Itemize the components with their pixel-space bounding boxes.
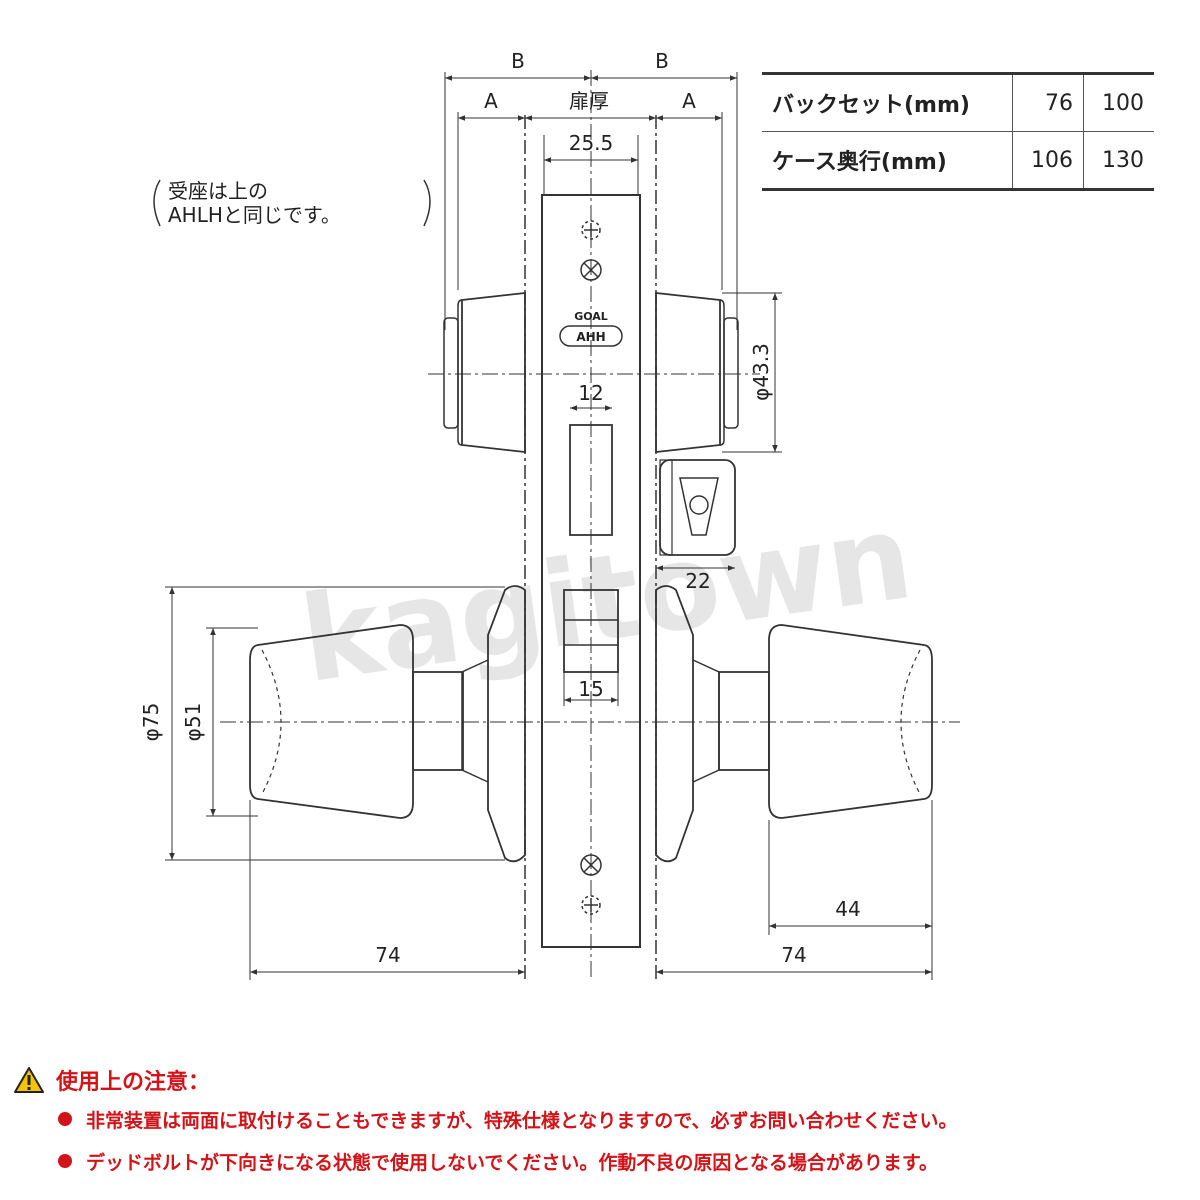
deadbolt	[569, 424, 613, 536]
screw-icon	[580, 259, 602, 281]
knob-neck-right	[718, 671, 770, 771]
label-a-left: A	[484, 89, 498, 113]
cylinder-left	[461, 291, 526, 454]
brand-mark-top: GOAL	[574, 310, 608, 323]
label-cylinder-diameter: φ43.3	[749, 343, 773, 401]
notes-title: 使用上の注意：	[56, 1070, 211, 1095]
label-right-length: 74	[781, 943, 806, 967]
note-text: 非常装置は両面に取付けることもできますが、特殊仕様となりますので、必ずお問い合わ…	[86, 1109, 958, 1132]
table-row: バックセット(mm) 76 100	[762, 72, 1154, 132]
brand-mark-bottom: AHH	[576, 330, 605, 344]
side-note-line1: 受座は上の	[168, 179, 268, 203]
spec-label: ケース奥行(mm)	[762, 131, 1013, 191]
cylinder-right	[655, 291, 721, 454]
bullet-icon	[58, 1112, 72, 1126]
label-b-left: B	[511, 49, 525, 73]
knob-left	[249, 624, 414, 819]
label-bolt-width: 12	[578, 381, 603, 405]
screw-icon	[581, 895, 601, 915]
rosette-right	[655, 585, 694, 863]
label-left-length: 74	[375, 943, 400, 967]
label-faceplate-width: 25.5	[569, 131, 614, 155]
screw-icon	[580, 854, 602, 876]
screw-icon	[581, 220, 601, 240]
rosette-left	[487, 585, 526, 863]
side-note-line2: AHLHと同じです。	[168, 203, 341, 227]
list-item: デッドボルトが下向きになる状態で使用しないでください。作動不良の原因となる場合が…	[14, 1140, 1194, 1182]
label-door-thickness: 扉厚	[569, 89, 609, 113]
label-knob-length: 44	[835, 897, 860, 921]
lock-technical-drawing: kagitown	[139, 49, 960, 980]
label-latch-width: 15	[578, 677, 603, 701]
bullet-icon	[58, 1154, 72, 1168]
watermark: kagitown	[293, 487, 920, 709]
label-strike-offset: 22	[685, 569, 710, 593]
spec-value: 76	[1012, 72, 1084, 132]
mortise-faceplate	[541, 194, 641, 948]
knob-right	[768, 624, 933, 819]
spec-value: 106	[1012, 131, 1084, 191]
spec-label: バックセット(mm)	[762, 72, 1013, 132]
warning-icon	[14, 1067, 44, 1093]
latch-bolt	[563, 589, 619, 673]
notes-heading: 使用上の注意：	[14, 1062, 1194, 1098]
spec-value: 100	[1083, 72, 1154, 132]
label-b-right: B	[655, 49, 669, 73]
list-item: 非常装置は両面に取付けることもできますが、特殊仕様となりますので、必ずお問い合わ…	[14, 1098, 1194, 1140]
label-a-right: A	[682, 89, 696, 113]
label-knob-diameter: φ51	[181, 703, 205, 742]
note-text: デッドボルトが下向きになる状態で使用しないでください。作動不良の原因となる場合が…	[86, 1151, 938, 1174]
label-rosette-diameter: φ75	[139, 703, 163, 742]
brand-mark-badge	[559, 325, 623, 347]
spec-value: 130	[1083, 131, 1154, 191]
table-row: ケース奥行(mm) 106 130	[762, 131, 1154, 191]
spec-table: バックセット(mm) 76 100 ケース奥行(mm) 106 130	[762, 72, 1154, 191]
usage-notes: 使用上の注意： 非常装置は両面に取付けることもできますが、特殊仕様となりますので…	[14, 1062, 1194, 1182]
